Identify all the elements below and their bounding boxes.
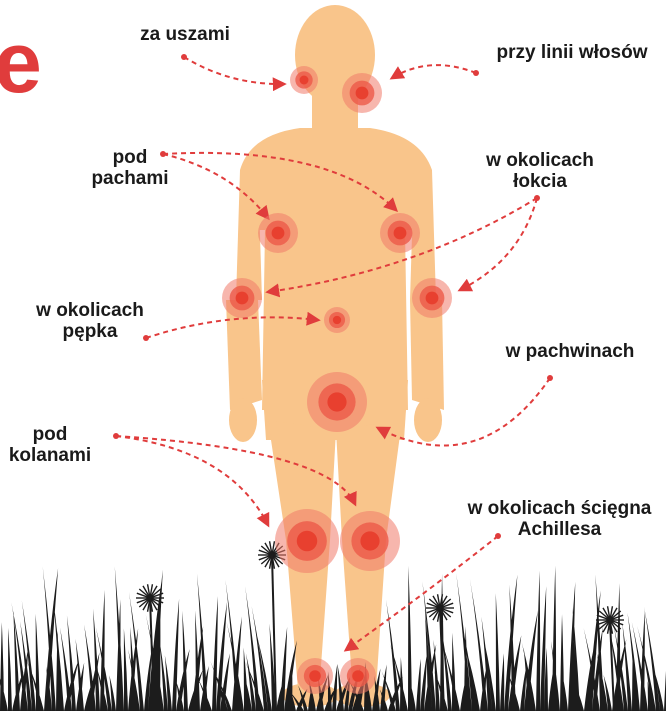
spot-groin: [307, 372, 367, 432]
label-behind-ears: za uszami: [125, 24, 245, 45]
label-elbows-line-2: łokcia: [475, 171, 605, 192]
arrow-behind-ears: [184, 57, 284, 84]
spot-knee-left: [275, 509, 339, 573]
label-hairline: przy linii włosów: [482, 42, 662, 63]
arrow-origin-dot: [534, 195, 540, 201]
arrow-hairline: [392, 65, 476, 78]
label-groin: w pachwinach: [495, 341, 645, 362]
spot-navel: [324, 307, 350, 333]
arrow-origin-dot: [113, 433, 119, 439]
arrow-origin-dot: [181, 54, 187, 60]
arrow-origin-dot: [547, 375, 553, 381]
spot-achilles-right: [340, 658, 376, 694]
spot-elbow-left: [222, 278, 262, 318]
grass-and-flowers: [0, 541, 666, 711]
label-navel-line-2: pępka: [25, 321, 155, 342]
label-elbows: w okolicach łokcia: [475, 150, 605, 192]
spot-armpit-left: [258, 213, 298, 253]
label-knees-line-1: pod: [0, 424, 100, 445]
spot-elbow-right: [412, 278, 452, 318]
label-elbows-line-1: w okolicach: [475, 150, 605, 171]
label-armpits: pod pachami: [80, 147, 180, 189]
spot-hairline: [342, 73, 382, 113]
label-navel: w okolicach pępka: [25, 300, 155, 342]
spot-behind-ear: [290, 66, 318, 94]
spot-knee-right: [340, 511, 400, 571]
arrow-origin-dot: [473, 70, 479, 76]
arrow-elbow-right: [460, 198, 537, 290]
label-knees: pod kolanami: [0, 424, 100, 466]
label-achilles-line-2: Achillesa: [457, 519, 662, 540]
label-behind-ears-line: za uszami: [125, 24, 245, 45]
label-groin-line: w pachwinach: [495, 341, 645, 362]
spot-armpit-right: [380, 213, 420, 253]
arrow-knee-left: [116, 436, 268, 525]
label-hairline-line: przy linii włosów: [482, 42, 662, 63]
label-knees-line-2: kolanami: [0, 445, 100, 466]
label-armpits-line-2: pachami: [80, 168, 180, 189]
label-achilles-line-1: w okolicach ścięgna: [457, 498, 662, 519]
label-navel-line-1: w okolicach: [25, 300, 155, 321]
label-armpits-line-1: pod: [80, 147, 180, 168]
spot-achilles-left: [297, 658, 333, 694]
label-achilles: w okolicach ścięgna Achillesa: [457, 498, 662, 540]
